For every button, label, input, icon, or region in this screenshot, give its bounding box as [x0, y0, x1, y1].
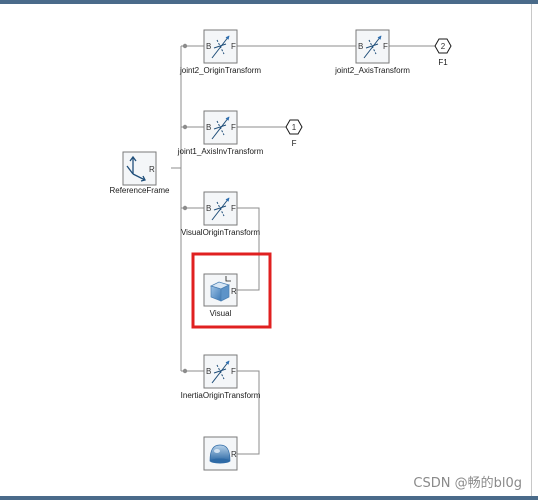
- window-right-divider: [531, 4, 532, 496]
- junction-dot: [182, 368, 188, 374]
- port-f-label: F: [231, 204, 236, 213]
- solid-cube-icon: [210, 276, 231, 302]
- block-label: joint2_AxisTransform: [334, 66, 410, 75]
- junction-dots: [182, 43, 188, 374]
- block-inertia[interactable]: R: [203, 436, 238, 471]
- inertia-icon: [209, 444, 231, 464]
- port-r-label: R: [231, 450, 237, 459]
- line-inertia-origin-to-inertia[interactable]: [237, 370, 260, 455]
- block-inertia-origin-transform[interactable]: B F InertiaOriginTransform: [181, 354, 261, 400]
- transform-icon: [363, 35, 382, 59]
- outport-number: 1: [292, 123, 297, 132]
- junction-dot: [182, 43, 188, 49]
- junction-dot: [182, 205, 188, 211]
- block-reference-frame[interactable]: R ReferenceFrame: [109, 151, 170, 195]
- transform-icon: [211, 360, 230, 384]
- block-label: joint1_AxisInvTransform: [177, 147, 264, 156]
- block-label: VisualOriginTransform: [181, 228, 260, 237]
- block-joint2-origin-transform[interactable]: B F joint2_OriginTransform: [179, 29, 261, 75]
- window-bottom-border: [0, 496, 538, 500]
- port-b-label: B: [206, 42, 211, 51]
- port-f-label: F: [231, 123, 236, 132]
- port-b-label: B: [358, 42, 363, 51]
- outport-number: 2: [441, 42, 446, 51]
- port-f-label: F: [231, 42, 236, 51]
- block-joint1-axisinv-transform[interactable]: B F joint1_AxisInvTransform: [177, 110, 264, 156]
- port-b-label: B: [206, 204, 211, 213]
- block-visual[interactable]: R Visual: [203, 273, 238, 318]
- line-visual-origin-to-visual[interactable]: [237, 207, 260, 291]
- window-top-border: [0, 0, 538, 4]
- block-label: Visual: [210, 309, 232, 318]
- outport-f1[interactable]: 2 F1: [434, 38, 452, 67]
- port-b-label: B: [206, 367, 211, 376]
- outport-f[interactable]: 1 F: [285, 119, 303, 148]
- transform-icon: [211, 116, 230, 140]
- block-joint2-axis-transform[interactable]: B F joint2_AxisTransform: [334, 29, 410, 75]
- port-r-label: R: [149, 165, 155, 174]
- transform-icon: [211, 197, 230, 221]
- transform-icon: [211, 35, 230, 59]
- port-r-label: R: [231, 287, 237, 296]
- port-f-label: F: [383, 42, 388, 51]
- block-label: joint2_OriginTransform: [179, 66, 261, 75]
- highlight-box: [191, 252, 272, 329]
- axes-icon: [126, 155, 146, 182]
- port-b-label: B: [206, 123, 211, 132]
- watermark: CSDN @畅的bl0g: [413, 476, 522, 491]
- outport-label: F1: [438, 58, 448, 67]
- block-label: ReferenceFrame: [109, 186, 170, 195]
- outport-label: F: [292, 139, 297, 148]
- port-f-label: F: [231, 367, 236, 376]
- junction-dot: [182, 124, 188, 130]
- block-visual-origin-transform[interactable]: B F VisualOriginTransform: [181, 191, 260, 237]
- block-label: InertiaOriginTransform: [181, 391, 261, 400]
